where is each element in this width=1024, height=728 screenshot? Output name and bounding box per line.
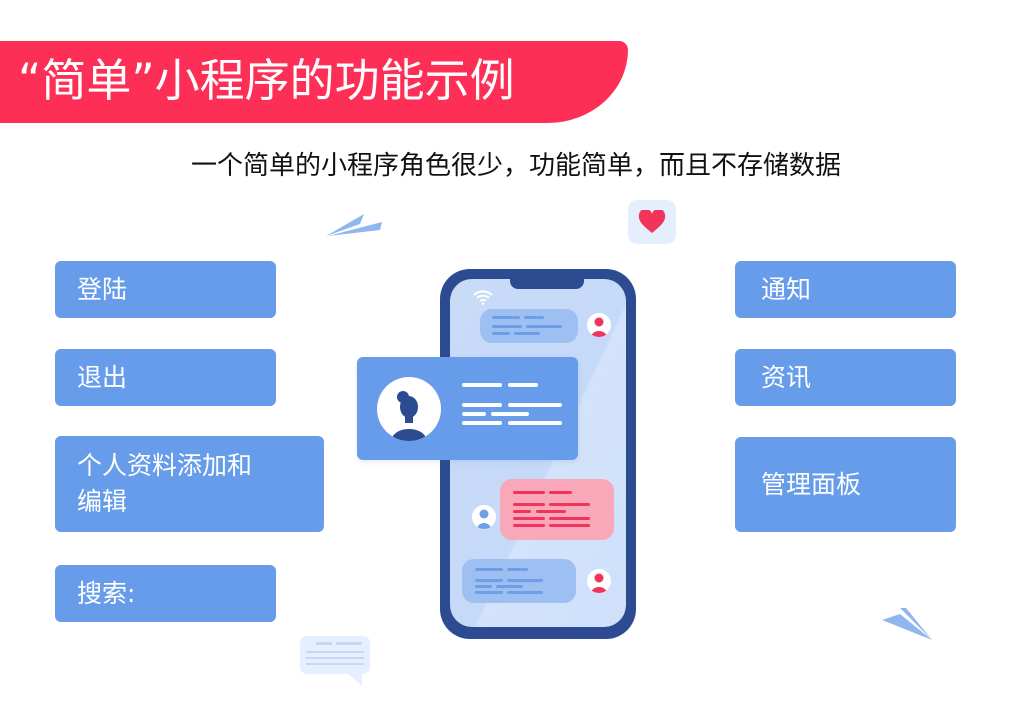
feature-login-label: 登陆 — [77, 274, 128, 304]
feature-admin-panel-label: 管理面板 — [761, 469, 862, 499]
user-avatar-icon — [587, 313, 611, 337]
phone-illustration — [440, 269, 636, 639]
user-avatar-icon — [472, 505, 496, 529]
feature-logout: 退出 — [55, 349, 276, 406]
feature-news-label: 资讯 — [761, 362, 812, 392]
feature-profile-edit-label-1: 个人资料添加和 — [77, 451, 253, 480]
page-title: “简单”小程序的功能示例 — [18, 54, 515, 107]
title-banner — [0, 41, 628, 123]
chat-bubble-sent — [500, 479, 614, 540]
feature-news: 资讯 — [735, 349, 956, 406]
page-subtitle: 一个简单的小程序角色很少，功能简单，而且不存储数据 — [190, 151, 841, 181]
heart-badge — [628, 200, 676, 244]
feature-search-label: 搜索: — [77, 578, 136, 608]
chat-bubble-received — [480, 309, 578, 343]
feature-search: 搜索: — [55, 565, 276, 622]
paper-plane-icon — [882, 608, 932, 640]
paper-plane-icon — [326, 214, 382, 236]
feature-login: 登陆 — [55, 261, 276, 318]
phone-notch — [510, 279, 584, 289]
chat-bubble-received — [462, 559, 576, 603]
user-avatar-icon — [377, 377, 441, 441]
feature-notification-label: 通知 — [761, 274, 812, 304]
wifi-icon — [473, 290, 493, 305]
feature-admin-panel: 管理面板 — [735, 437, 956, 532]
feature-profile-edit: 个人资料添加和 编辑 — [55, 436, 324, 532]
heart-icon — [638, 210, 666, 233]
phone-screen — [450, 279, 626, 627]
user-avatar-icon — [587, 569, 611, 593]
profile-card — [357, 357, 578, 460]
feature-notification: 通知 — [735, 261, 956, 318]
feature-profile-edit-label-2: 编辑 — [77, 487, 128, 516]
chat-bubble-icon — [300, 636, 370, 686]
feature-logout-label: 退出 — [77, 362, 128, 392]
